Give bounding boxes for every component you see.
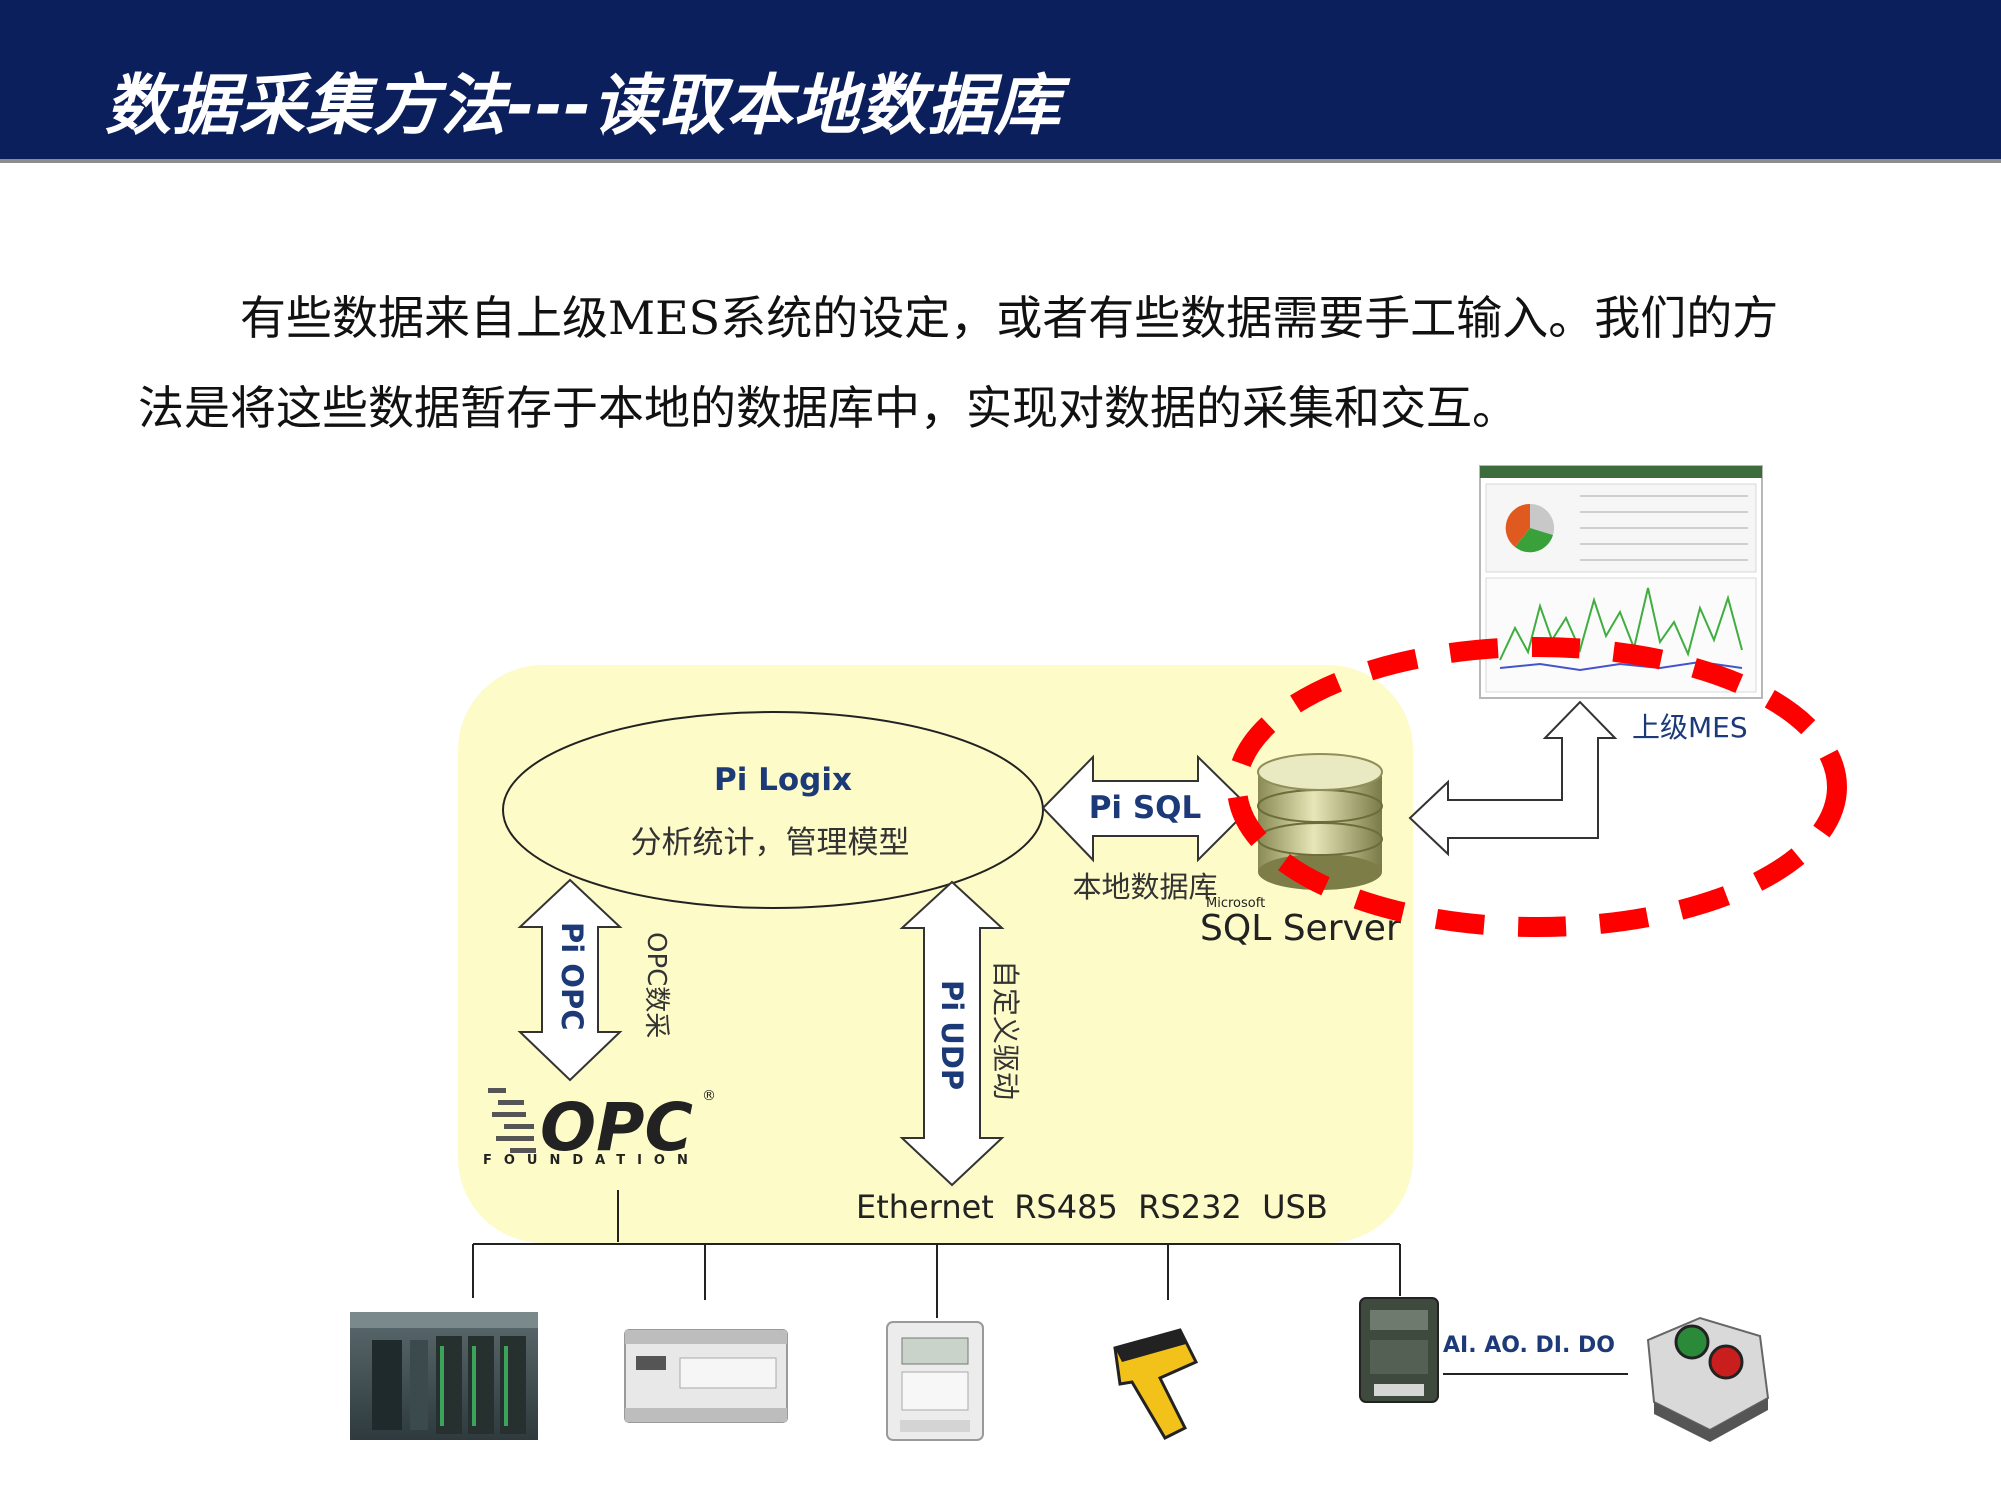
pi-udp-arrow: Pi UDP <box>899 880 1005 1187</box>
device-bus <box>472 1190 1628 1375</box>
sql-server-product: SQL Server <box>1200 908 1401 949</box>
io-signals-label: AI. AO. DI. DO <box>1443 1333 1615 1358</box>
siemens-plc-icon <box>350 1312 538 1440</box>
local-db-label: 本地数据库 <box>1072 870 1217 904</box>
sql-server-brand: Microsoft <box>1206 896 1265 911</box>
pi-logix-node: Pi Logix 分析统计，管理模型 <box>502 711 1044 909</box>
pi-opc-arrow: Pi OPC <box>517 878 623 1082</box>
page-title: 数据采集方法---读取本地数据库 <box>105 67 1062 144</box>
mes-exchange-arrow <box>1408 700 1618 857</box>
opc-logo-text: OPC <box>540 1089 693 1166</box>
pi-opc-label: Pi OPC <box>555 922 589 1030</box>
energy-meter-icon <box>886 1321 984 1441</box>
opc-logo-reg: ® <box>702 1088 716 1104</box>
pi-udp-label: Pi UDP <box>935 980 969 1090</box>
custom-driver-label: 自定义驱动 <box>989 960 1022 1100</box>
mes-dashboard-screenshot <box>1479 465 1763 699</box>
intro-line-2: 法是将这些数据暂存于本地的数据库中，实现对数据的采集和交互。 <box>138 381 1518 435</box>
intro-line-1: 有些数据来自上级MES系统的设定，或者有些数据需要手工输入。我们的方 <box>240 291 1779 345</box>
bus-protocols-label: Ethernet RS485 RS232 USB <box>856 1188 1328 1226</box>
compact-plc-icon <box>624 1329 788 1423</box>
io-module-icon <box>1359 1297 1439 1403</box>
pi-logix-title: Pi Logix <box>714 762 852 798</box>
upper-mes-label: 上级MES <box>1632 711 1748 744</box>
pi-sql-label: Pi SQL <box>1089 790 1202 826</box>
pi-logix-subtitle: 分析统计，管理模型 <box>631 825 910 861</box>
opc-collect-label: OPC数采 <box>641 932 671 1038</box>
highlight-dashed-ellipse <box>1227 637 1847 937</box>
database-cylinder-icon <box>1257 753 1383 890</box>
title-bar: 数据采集方法---读取本地数据库 <box>0 0 2001 163</box>
opc-foundation-logo: OPC ® FOUNDATION <box>483 1088 716 1168</box>
pi-sql-arrow: Pi SQL <box>1041 754 1252 863</box>
push-button-box-icon <box>1646 1316 1770 1442</box>
barcode-scanner-icon <box>1113 1328 1199 1440</box>
opc-foundation-text: FOUNDATION <box>483 1153 700 1168</box>
